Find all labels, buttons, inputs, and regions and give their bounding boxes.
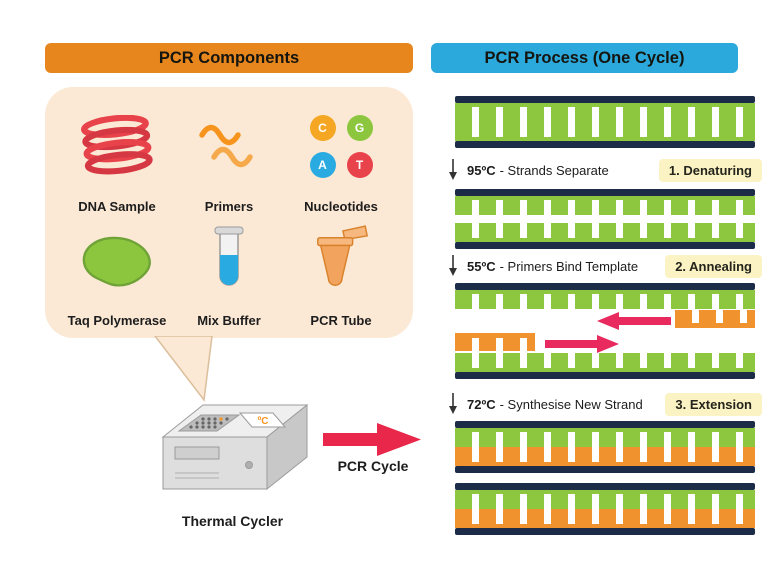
step-row-extension: 72ºC- Synthesise New Strand 3. Extension (447, 391, 762, 417)
step-text: 72ºC- Synthesise New Strand (467, 396, 643, 412)
process-panel-header: PCR Process (One Cycle) (431, 43, 738, 73)
component-label: Primers (204, 198, 254, 214)
component-primers: Primers (173, 99, 285, 214)
component-label: PCR Tube (310, 313, 372, 328)
pcr-tube-icon (310, 214, 372, 309)
pcr-cycle-arrow-icon (323, 423, 421, 456)
components-panel-header: PCR Components (45, 43, 413, 73)
down-arrow-icon (449, 255, 457, 276)
bubble-tail (154, 336, 213, 402)
component-dna-sample: DNA Sample (61, 99, 173, 214)
component-label: Mix Buffer (197, 313, 261, 328)
primer-squiggles-icon (194, 99, 264, 194)
top-strand (455, 189, 755, 215)
top-strand (455, 103, 755, 122)
bottom-strand (455, 353, 755, 379)
step-row-annealing: 55ºC- Primers Bind Template 2. Annealing (447, 253, 762, 279)
nucleotide-t: T (346, 151, 373, 178)
top-strand (455, 283, 755, 309)
dna-duplex-graphic (455, 96, 755, 148)
nucleotide-g: G (346, 114, 373, 141)
synthesis-arrow-left-icon (597, 312, 671, 330)
bottom-strand (455, 223, 755, 249)
test-tube-icon (211, 214, 247, 309)
machine-screen-text: ºC (258, 416, 269, 427)
thermal-cycler-label: Thermal Cycler (181, 513, 284, 529)
component-nucleotides: C G A T Nucleotides (285, 99, 397, 214)
down-arrow-icon (449, 393, 457, 414)
new-duplex-1 (455, 421, 755, 473)
synthesis-arrow-right-icon (545, 335, 619, 353)
nucleotide-c: C (309, 114, 336, 141)
dna-separated-strands-graphic (455, 189, 755, 249)
component-pcr-tube: PCR Tube (285, 214, 397, 328)
reverse-primer (455, 333, 535, 351)
badge-annealing: 2. Annealing (665, 254, 762, 278)
step-text: 55ºC- Primers Bind Template (467, 258, 639, 274)
step-row-denaturing: 95ºC- Strands Separate 1. Denaturing (447, 157, 762, 183)
thermal-cycler-illustration: ºC (161, 403, 309, 491)
pcr-cycle-label: PCR Cycle (337, 458, 409, 474)
dna-extension-products-graphic (455, 421, 755, 535)
nucleotide-circles-icon: C G A T (309, 99, 373, 194)
dna-annealing-graphic (455, 283, 755, 379)
component-label: Nucleotides (304, 198, 378, 214)
down-arrow-icon (449, 159, 457, 180)
badge-extension: 3. Extension (665, 392, 762, 416)
new-duplex-2 (455, 483, 755, 535)
badge-denaturing: 1. Denaturing (658, 158, 762, 182)
component-taq-polymerase: Taq Polymerase (61, 214, 173, 328)
dna-coil-icon (69, 99, 165, 194)
component-label: DNA Sample (78, 198, 156, 214)
taq-polymerase-blob-icon (72, 214, 162, 309)
component-label: Taq Polymerase (67, 313, 167, 328)
sample-wells (189, 417, 229, 429)
step-text: 95ºC- Strands Separate (467, 162, 609, 178)
forward-primer (675, 310, 755, 328)
nucleotide-a: A (309, 151, 336, 178)
component-mix-buffer: Mix Buffer (173, 214, 285, 328)
bottom-strand (455, 122, 755, 141)
components-bubble: DNA Sample Primers C G A T Nucleotides (45, 87, 413, 338)
